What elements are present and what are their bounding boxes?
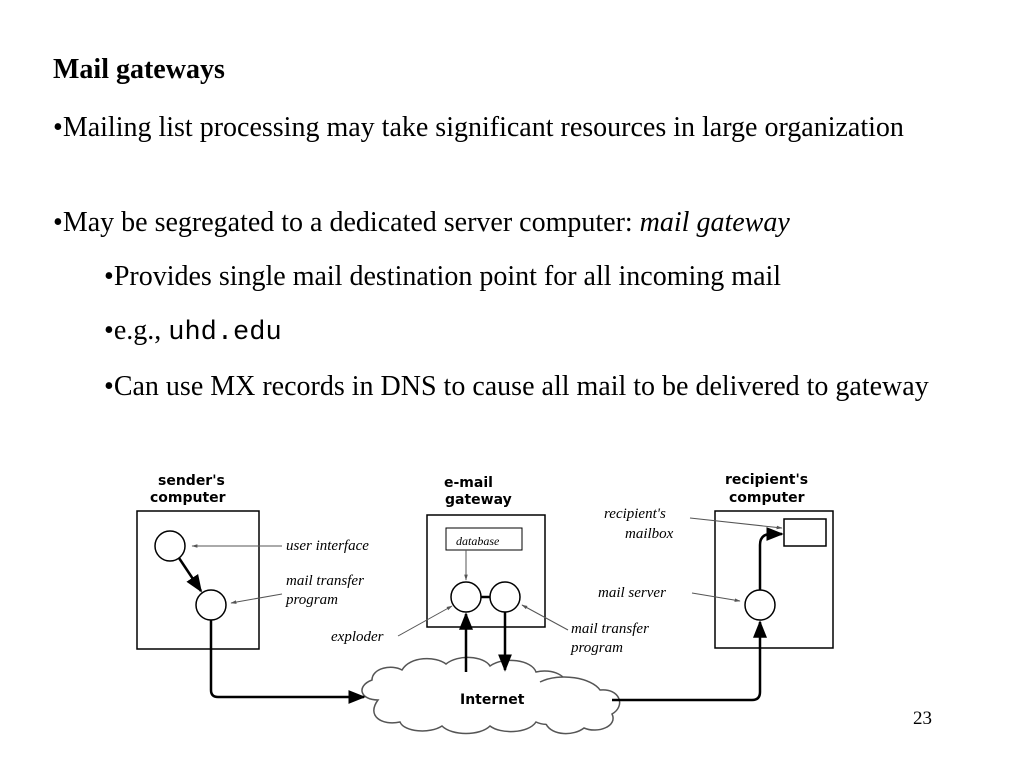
sender-mta-pointer [230, 593, 283, 604]
bullet-dot: • [104, 261, 114, 292]
bullet-2: •May be segregated to a dedicated server… [53, 203, 983, 243]
bullet-2-text: May be segregated to a dedicated server … [62, 207, 640, 238]
server-to-mailbox-arrow [758, 527, 784, 590]
user-interface-label: user interface [286, 538, 369, 554]
mailbox-box [783, 518, 827, 547]
sub-bullet-2: •e.g., uhd.edu [104, 311, 984, 353]
sender-mta-circle [195, 589, 227, 621]
database-label: database [456, 534, 500, 548]
bullet-dot: • [104, 371, 114, 402]
sender-mta-label-line1: mail transfer [286, 573, 364, 589]
recipient-title-line1: recipient's [725, 472, 808, 488]
sub-bullet-3-text: Can use MX records in DNS to cause all m… [113, 371, 929, 402]
bullet-dot: • [104, 315, 114, 346]
bullet-1: •Mailing list processing may take signif… [53, 108, 953, 148]
page-number: 23 [913, 708, 932, 729]
sub-bullet-3: •Can use MX records in DNS to cause all … [104, 367, 984, 407]
mailbox-label-line1: recipient's [604, 506, 666, 522]
internet-cloud [361, 656, 621, 735]
recipient-title-line2: computer [729, 490, 805, 506]
exploder-pointer [397, 605, 453, 637]
sender-to-internet-arrow [209, 620, 366, 704]
database-box [445, 527, 523, 551]
sender-title-line2: computer [150, 490, 226, 506]
mail-server-circle [744, 589, 776, 621]
sub-bullet-2-text: e.g., [113, 315, 169, 346]
gateway-mta-label-line2: program [570, 640, 623, 656]
sender-computer-box [136, 510, 260, 650]
bullet-dot: • [53, 207, 63, 238]
exploder-label: exploder [331, 629, 384, 645]
gateway-mta-circle [489, 581, 521, 613]
sub-bullet-1-text: Provides single mail destination point f… [113, 261, 782, 292]
sender-title-line1: sender's [158, 473, 225, 489]
internet-label: Internet [460, 692, 525, 708]
gateway-title-line2: gateway [445, 492, 512, 508]
sender-mta-label-line2: program [285, 592, 338, 608]
gateway-mta-pointer [521, 604, 569, 631]
sub-bullet-1: •Provides single mail destination point … [104, 257, 984, 297]
gateway-mta-label-line1: mail transfer [571, 621, 649, 637]
mail-server-pointer [691, 592, 741, 602]
mailbox-pointer [689, 517, 783, 530]
internet-to-recipient-arrow [612, 620, 767, 702]
gateway-title-line1: e-mail [444, 475, 493, 491]
bullet-dot: • [53, 112, 63, 143]
slide-title: Mail gateways [53, 54, 225, 85]
user-interface-circle [154, 530, 186, 562]
mail-server-label: mail server [598, 585, 666, 601]
gateway-box [426, 514, 546, 628]
ui-to-mta-arrow [177, 557, 203, 593]
recipient-computer-box [714, 510, 834, 649]
bullet-2-emphasis: mail gateway [639, 207, 790, 238]
sub-bullet-2-code: uhd.edu [168, 318, 282, 348]
exploder-circle [450, 581, 482, 613]
mailbox-label-line2: mailbox [625, 526, 674, 542]
bullet-1-text: Mailing list processing may take signifi… [62, 112, 904, 143]
